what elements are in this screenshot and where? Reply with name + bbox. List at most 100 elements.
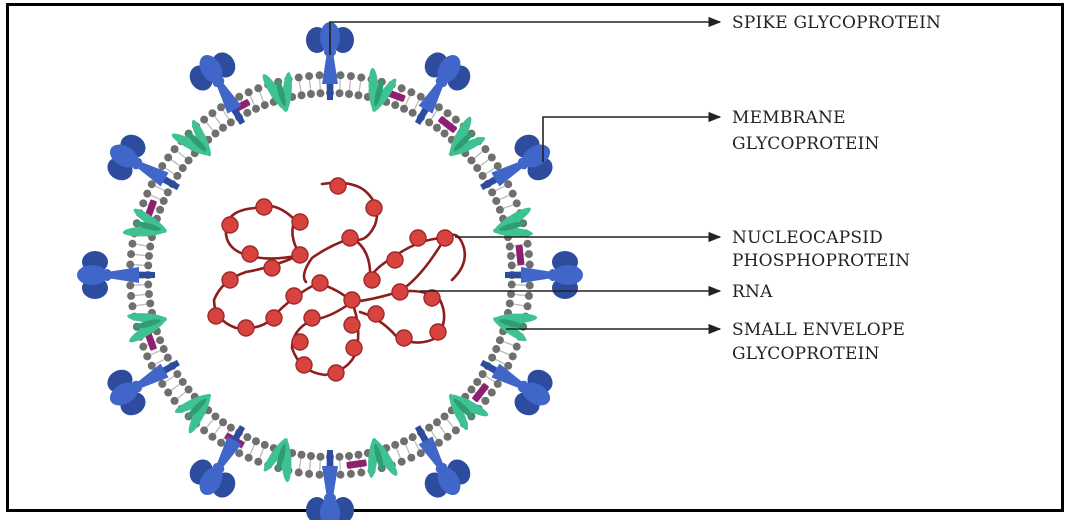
- membrane-glycoprotein: [368, 437, 398, 478]
- spike-glycoprotein: [505, 251, 583, 299]
- lipid-head: [306, 89, 315, 98]
- lipid-tail: [495, 186, 504, 192]
- lipid-head: [488, 188, 497, 197]
- lipid-tail: [438, 425, 445, 433]
- membrane-leaf: [263, 438, 288, 472]
- spike-neck: [324, 493, 336, 503]
- lipid-head: [184, 156, 193, 165]
- lipid-head: [243, 108, 252, 117]
- lipid-head: [144, 251, 153, 260]
- nucleocapsid-bead: [303, 309, 321, 327]
- lipid-head: [440, 129, 449, 138]
- lipid-head: [211, 412, 220, 421]
- nucleocapsid-bead: [265, 309, 283, 327]
- spike-stem: [135, 363, 169, 390]
- spike-glycoprotein: [107, 359, 180, 416]
- lipid-head: [354, 450, 363, 459]
- lipid-head: [357, 468, 366, 477]
- lipid-head: [336, 71, 345, 80]
- membrane-glycoprotein: [448, 393, 489, 431]
- lipid-tail: [430, 111, 437, 120]
- envelope-protein: [438, 116, 458, 133]
- spike-neck: [212, 76, 225, 88]
- membrane-leaf-core: [453, 131, 474, 152]
- nucleocapsid-bead: [386, 251, 404, 269]
- lipid-tail: [413, 101, 419, 110]
- lipid-tail: [178, 391, 186, 398]
- rna-label: RNA: [732, 282, 773, 302]
- lipid-head: [432, 418, 441, 427]
- lipid-head: [481, 145, 490, 154]
- lipid-tail: [138, 303, 147, 306]
- nucleocapsid-bead: [391, 283, 409, 301]
- lipid-head: [432, 123, 441, 132]
- lipid-head: [144, 290, 153, 299]
- spike-glycoproteins: [77, 22, 583, 520]
- membrane-glycoprotein: [127, 313, 168, 343]
- lipid-head: [408, 108, 417, 117]
- lipid-head: [425, 118, 434, 127]
- lipid-head: [219, 418, 228, 427]
- membrane-glycoprotein: [263, 438, 292, 483]
- lipid-tail: [156, 358, 165, 364]
- lipid-head: [297, 91, 306, 100]
- membrane-leaf-core: [374, 78, 384, 106]
- spike-neck: [212, 462, 225, 474]
- lipid-head: [316, 452, 325, 461]
- lipid-head: [478, 171, 487, 180]
- lipid-head: [306, 452, 315, 461]
- lipid-head: [305, 72, 314, 81]
- lipid-head: [507, 290, 516, 299]
- lipid-tail: [172, 160, 180, 167]
- lipid-head: [507, 251, 516, 260]
- lipid-head: [505, 242, 514, 251]
- lipid-tail: [499, 195, 508, 200]
- lipid-tail: [514, 293, 523, 296]
- nucleocapsid-bead: [237, 319, 255, 337]
- nucleocapsid-bead: [221, 271, 239, 289]
- lipid-head: [127, 250, 136, 259]
- lipid-tail: [137, 254, 146, 257]
- lipid-head: [294, 73, 303, 82]
- lipid-head: [346, 72, 355, 81]
- membrane-leaf-core: [133, 221, 161, 231]
- lipid-tail: [396, 448, 401, 457]
- membrane-leaf-core: [453, 398, 474, 419]
- lipid-head: [170, 145, 179, 154]
- lipid-tail: [250, 97, 255, 106]
- nucleocapsid-bead: [255, 198, 273, 216]
- nucleocapsid-bead: [363, 271, 381, 289]
- membrane-leaf: [448, 137, 486, 156]
- nucleocapsid-bead: [329, 177, 347, 195]
- nucleocapsid-bead: [291, 213, 309, 231]
- envelope-protein: [346, 459, 367, 469]
- membrane-leaf: [372, 78, 397, 112]
- lipid-head: [244, 88, 253, 97]
- envelope-protein: [472, 383, 489, 403]
- lipid-head: [244, 453, 253, 462]
- lipid-head: [164, 153, 173, 162]
- lipid-tail: [137, 293, 146, 296]
- lipid-head: [226, 118, 235, 127]
- lipid-head: [407, 453, 416, 462]
- lipid-head: [235, 449, 244, 458]
- lipid-head: [391, 101, 400, 110]
- lipid-head: [164, 388, 173, 397]
- lipid-head: [178, 377, 187, 386]
- lipid-head: [315, 470, 324, 479]
- lipid-head: [443, 109, 452, 118]
- spike-glycoprotein: [414, 425, 471, 498]
- envelope-label-line2: GLYCOPROTEIN: [732, 344, 880, 364]
- nucleocapsid-label-line2: PHOSPHOPROTEIN: [732, 251, 910, 271]
- nucleocapsid-bead: [291, 333, 309, 351]
- lipid-head: [126, 281, 135, 290]
- lipid-head: [143, 352, 152, 361]
- membrane-glycoprotein: [368, 67, 397, 112]
- spike-stem: [491, 160, 525, 187]
- virion-particle: [77, 22, 583, 520]
- lipid-tail: [446, 419, 453, 427]
- lipid-head: [226, 423, 235, 432]
- spike-neck: [131, 157, 143, 170]
- nucleocapsid-bead: [343, 316, 361, 334]
- lipid-tail: [495, 358, 504, 364]
